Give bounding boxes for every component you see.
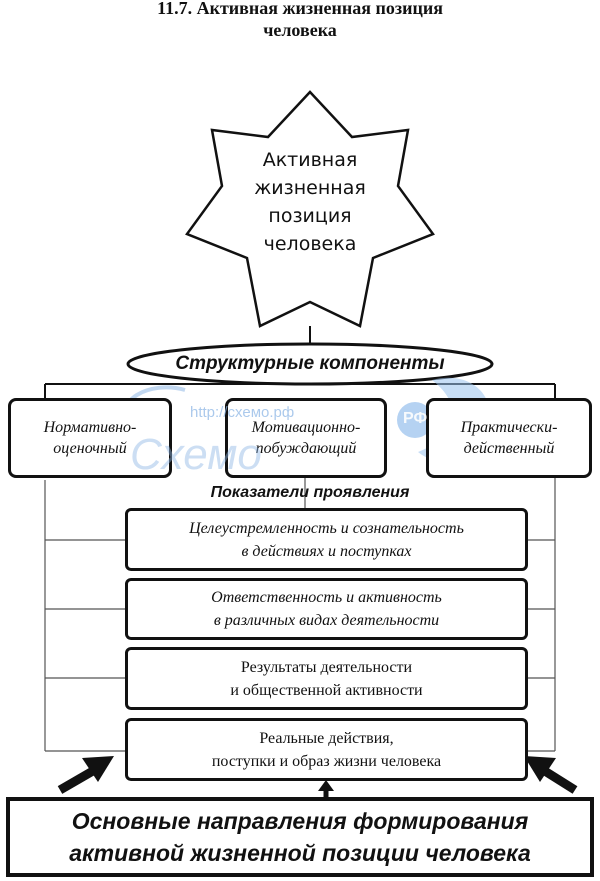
indicator-1-line-2: в действиях и поступках bbox=[241, 542, 412, 560]
component-box-motivational: Мотивационно- побуждающий bbox=[225, 398, 387, 478]
indicator-box-3: Результаты деятельности и общественной а… bbox=[125, 647, 528, 710]
formation-directions-line-1: Основные направления формирования bbox=[71, 808, 529, 834]
center-arrow bbox=[318, 780, 334, 797]
indicators-label: Показатели проявления bbox=[210, 484, 410, 501]
indicator-4-line-1: Реальные действия, bbox=[259, 729, 394, 747]
indicator-2-line-2: в различных видах деятельности bbox=[213, 612, 440, 629]
formation-directions-line-2: активной жизненной позиции человека bbox=[69, 840, 531, 866]
center-concept-line-4: человека bbox=[263, 233, 357, 255]
center-concept: Активная жизненная позиция человека bbox=[210, 146, 410, 258]
indicator-box-1: Целеустремленность и сознательность в де… bbox=[125, 508, 528, 571]
watermark-url: http://схемо.рф bbox=[190, 404, 295, 421]
component-practical-line-2: действенный bbox=[463, 440, 555, 457]
center-concept-line-2: жизненная bbox=[254, 177, 366, 199]
formation-directions-box: Основные направления формирования активн… bbox=[6, 797, 594, 877]
center-concept-line-1: Активная bbox=[262, 149, 358, 171]
diagram-title-line-1: 11.7. Активная жизненная позиция bbox=[157, 0, 443, 18]
indicator-box-2: Ответственность и активность в различных… bbox=[125, 578, 528, 640]
component-box-practical: Практически- действенный bbox=[426, 398, 592, 478]
component-normative-line-1: Нормативно- bbox=[43, 419, 137, 436]
center-concept-line-3: позиция bbox=[268, 205, 352, 227]
component-motivational-line-2: побуждающий bbox=[255, 440, 357, 457]
component-box-normative: Нормативно- оценочный bbox=[8, 398, 172, 478]
component-motivational-line-1: Мотивационно- bbox=[251, 419, 361, 436]
watermark-badge: РФ bbox=[403, 410, 428, 427]
indicator-3-line-2: и общественной активности bbox=[230, 681, 423, 699]
component-normative-line-2: оценочный bbox=[53, 440, 127, 457]
indicator-4-line-2: поступки и образ жизни человека bbox=[211, 752, 442, 770]
indicator-3-line-1: Результаты деятельности bbox=[240, 658, 413, 676]
diagram-title-line-2: человека bbox=[263, 20, 337, 40]
component-practical-line-1: Практически- bbox=[460, 419, 558, 436]
indicator-1-line-1: Целеустремленность и сознательность bbox=[189, 519, 464, 537]
star-shape bbox=[185, 90, 435, 328]
indicator-box-4: Реальные действия, поступки и образ жизн… bbox=[125, 718, 528, 781]
components-label: Структурные компоненты bbox=[175, 353, 445, 374]
left-arrow bbox=[57, 756, 114, 794]
right-arrow bbox=[524, 756, 578, 794]
watermark-logo-text: Схемо bbox=[130, 430, 262, 479]
indicator-2-line-1: Ответственность и активность bbox=[211, 589, 442, 606]
